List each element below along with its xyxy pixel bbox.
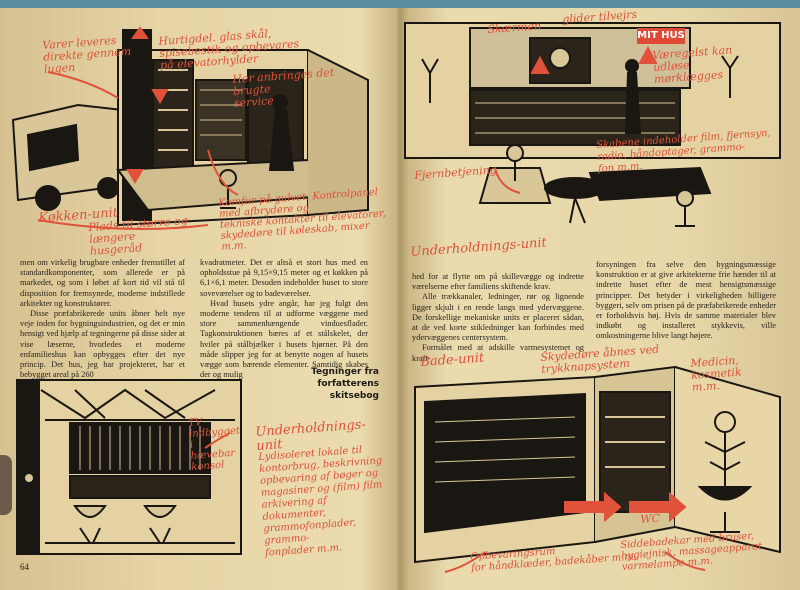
paragraph: Alle trækkanaler, ledninger, rør og lign… [412,292,584,343]
bath-unit-illustration [414,365,781,573]
background-edge [0,0,800,8]
paragraph: hed for at flytte om på skillevægge og i… [412,272,584,292]
wc-annotation: WC [639,511,661,526]
right-text-column-2: forsyningen fra selve den bygningsmæssig… [596,260,776,342]
paragraph: Disse præfabrikerede units åbner helt ny… [20,309,185,380]
van-annotation: Varer leveres direkte gennem lugen [41,33,132,76]
entertainment-unit-illustration [16,379,242,555]
media-wall-illustration [404,22,781,227]
left-text-column-2: kvadratmeter. Det er altså et stort hus … [200,258,368,380]
right-text-column-1: hed for at flytte om på skillevægge og i… [412,272,584,364]
left-text-column-1: men om virkelig brugbare enheder fremsti… [20,258,185,380]
entertainment-description: Lydisoleret lokale til kontorbrug, beskr… [258,444,383,559]
plan-annotation: Plads til større og længere husgeråd [87,214,189,258]
paragraph: forsyningen fra selve den bygningsmæssig… [596,260,776,341]
page-number: 64 [20,562,29,572]
kitchen-illustration [11,26,369,230]
thumb [0,455,12,515]
paragraph: kvadratmeter. Det er altså et stort hus … [200,258,368,298]
lamp-annotation: Væregelst kan udløse mørklægges [651,43,733,86]
paragraph: Hvad husets ydre angår, har jeg fulgt de… [200,298,368,380]
side-heading: Tegninger fra forfatterens skitsebog [311,367,379,401]
medicine-annotation: Medicin, kosmetik m.m. [689,353,743,394]
tv-annotation: TV indbygget i hævebar konsol [188,417,241,473]
mit-hus-badge: MIT HUS [637,28,685,44]
paragraph: men om virkelig brugbare enheder fremsti… [20,258,185,308]
entertainment-unit-annotation-right: Underholdnings-unit [409,235,548,260]
paragraph: Formålet med at adskille varmesystemet o… [412,343,584,363]
